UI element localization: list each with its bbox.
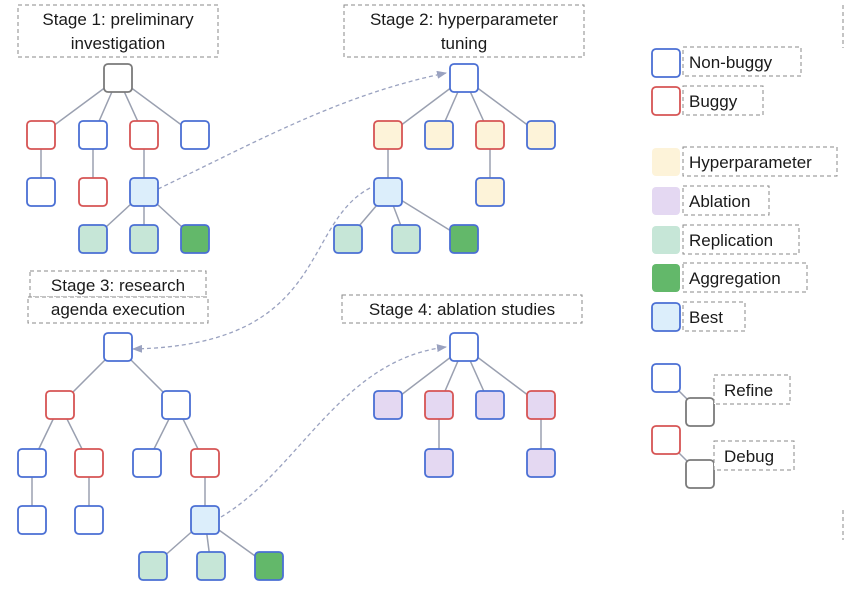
best-node [373,177,403,207]
aggregation-node [449,224,479,254]
stage-2-title: Stage 2: hyperparameter tuning [343,4,585,58]
root-node [449,332,479,362]
hyperparameter-swatch [652,148,680,176]
stage-1-title: Stage 1: preliminary investigation [17,4,219,58]
transition-arrow [220,344,447,518]
legend-item-buggy: Buggy [651,85,764,116]
best-swatch [651,302,681,332]
replication-node [78,224,108,254]
legend-label-aggregation: Aggregation [689,269,781,288]
legend-label-refine: Refine [724,381,773,400]
legend-item-non-buggy: Non-buggy [651,46,802,78]
stage-4-title: Stage 4: ablation studies [341,294,583,324]
non-buggy-node [74,505,104,535]
non-buggy-node [161,390,191,420]
aggregation-node [180,224,210,254]
legend-label-best: Best [689,308,723,327]
non-buggy-node [17,448,47,478]
ablation-node [373,390,403,420]
debug-child-swatch [685,459,715,489]
buggy-node [78,177,108,207]
legend-item-debug: Debug [651,425,795,489]
ablation-node [526,448,556,478]
non-buggy-swatch [651,48,681,78]
buggy-node [190,448,220,478]
aggregation-node [254,551,284,581]
transition-arrow [157,70,447,190]
best-node [190,505,220,535]
ablation-node [424,448,454,478]
hyperparameter-node [424,120,454,150]
legend: Non-buggy Buggy Hyperparameter Ablation … [651,5,844,540]
stage-transitions [132,70,447,518]
non-buggy-node [180,120,210,150]
stage-2-title-line-1: Stage 2: hyperparameter [370,10,558,29]
legend-item-best: Best [651,301,746,332]
legend-label-ablation: Ablation [689,192,750,211]
refine-child-swatch [685,397,715,427]
buggy-node [129,120,159,150]
buggy-swatch [651,86,681,116]
non-buggy-node [78,120,108,150]
replication-node [138,551,168,581]
non-buggy-node [17,505,47,535]
legend-label-replication: Replication [689,231,773,250]
buggy-node [45,390,75,420]
debug-parent-swatch [651,425,681,455]
root-node [103,332,133,362]
stage-3-title: Stage 3: research agenda execution [27,270,209,324]
tree-nodes [17,63,556,581]
replication-swatch [652,226,680,254]
replication-node [129,224,159,254]
ablation-buggy-node [424,390,454,420]
non-buggy-node [26,177,56,207]
legend-item-ablation: Ablation [652,185,770,216]
stage-3-title-line-2: agenda execution [51,300,185,319]
root-node [103,63,133,93]
hyperparameter-buggy-node [475,120,505,150]
legend-label-debug: Debug [724,447,774,466]
transition-arrow [132,187,371,353]
stage-4-title-line-1: Stage 4: ablation studies [369,300,555,319]
ablation-node [475,390,505,420]
hyperparameter-node [526,120,556,150]
ablation-buggy-node [526,390,556,420]
legend-item-refine: Refine [651,363,791,427]
aggregation-swatch [652,264,680,292]
legend-label-non-buggy: Non-buggy [689,53,773,72]
legend-label-buggy: Buggy [689,92,738,111]
stage-1-title-line-1: Stage 1: preliminary [42,10,194,29]
stage-2-title-line-2: tuning [441,34,487,53]
root-node [449,63,479,93]
hyperparameter-buggy-node [373,120,403,150]
best-node [129,177,159,207]
ablation-swatch [652,187,680,215]
legend-item-hyperparameter: Hyperparameter [652,146,838,177]
non-buggy-node [132,448,162,478]
buggy-node [26,120,56,150]
legend-item-replication: Replication [652,224,800,255]
refine-parent-swatch [651,363,681,393]
legend-item-aggregation: Aggregation [652,262,808,293]
legend-label-hyperparameter: Hyperparameter [689,153,812,172]
stage-1-title-line-2: investigation [71,34,166,53]
replication-node [196,551,226,581]
stage-3-title-line-1: Stage 3: research [51,276,185,295]
buggy-node [74,448,104,478]
replication-node [333,224,363,254]
replication-node [391,224,421,254]
hyperparameter-node [475,177,505,207]
